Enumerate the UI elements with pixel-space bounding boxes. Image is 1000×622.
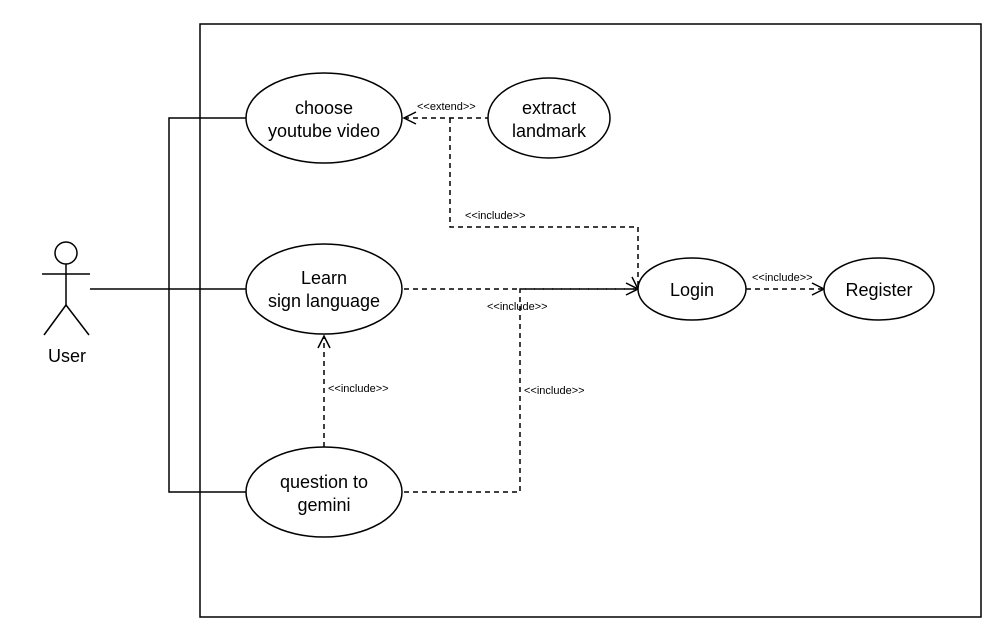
system-boundary (199, 23, 982, 618)
actor-user: User (42, 241, 90, 366)
svg-text:choose: choose (295, 98, 353, 118)
use-case-extract-landmark: extract landmark (487, 77, 611, 159)
include-question-login (404, 288, 636, 493)
svg-text:gemini: gemini (297, 495, 350, 515)
extend-label: <<extend>> (417, 101, 476, 113)
use-case-login: Login (637, 257, 747, 321)
use-case-register: Register (823, 257, 935, 321)
include-label-login-register: <<include>> (752, 272, 813, 284)
svg-text:sign language: sign language (268, 291, 380, 311)
use-case-choose-youtube-video: choose youtube video (245, 72, 403, 164)
include-question-learn (317, 334, 331, 447)
svg-text:question to: question to (280, 472, 368, 492)
actor-head (54, 241, 78, 265)
extend-relation (402, 111, 490, 125)
include-label-question-learn: <<include>> (328, 383, 389, 395)
svg-text:Register: Register (845, 280, 912, 300)
svg-text:Learn: Learn (301, 268, 347, 288)
include-label-learn-login: <<include>> (487, 301, 548, 313)
use-case-learn-sign-language: Learn sign language (245, 243, 403, 335)
svg-text:youtube video: youtube video (268, 121, 380, 141)
svg-text:landmark: landmark (512, 121, 587, 141)
use-case-question-to-gemini: question to gemini (245, 446, 403, 538)
svg-text:Login: Login (670, 280, 714, 300)
actor-label: User (48, 346, 86, 366)
include-label-question-login: <<include>> (524, 385, 585, 397)
include-login-register (746, 282, 826, 296)
actor-associations (90, 117, 246, 493)
svg-text:extract: extract (522, 98, 576, 118)
include-label-choose-login: <<include>> (465, 210, 526, 222)
